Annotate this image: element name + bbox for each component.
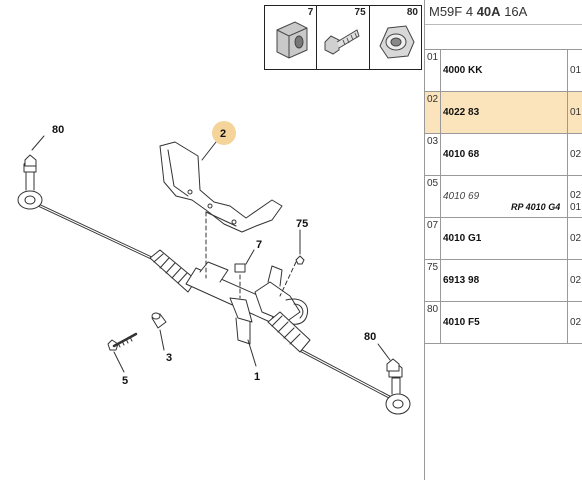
callout-80-right: 80 (364, 331, 376, 343)
thumbnail-cap-nut[interactable]: 80 (368, 6, 421, 69)
item-number: 05 (427, 178, 439, 189)
part-reference: 4000 KK (443, 65, 483, 76)
part-reference: 4022 83 (443, 107, 480, 118)
right-tie-rod-end (385, 361, 411, 415)
callout-5: 5 (122, 375, 128, 387)
callout-80-left: 80 (52, 124, 64, 136)
parts-list-panel: M59F 4 40A 16A 01 4000 KK 01 02 4022 83 … (424, 0, 582, 480)
item-number: 07 (427, 220, 439, 231)
part-quantity: 01 (570, 107, 582, 118)
thumbnail-bolt[interactable]: 75 (316, 6, 368, 69)
right-bellows (267, 311, 311, 353)
heat-shield (159, 141, 283, 233)
callout-2-bubble (212, 121, 236, 145)
hardware-thumbnails: 7 75 80 (264, 5, 422, 70)
item-number: 75 (427, 262, 439, 273)
item-number: 03 (427, 136, 439, 147)
header-suffix: 16A (504, 4, 528, 19)
parts-row-05[interactable]: 05 4010 69 02 RP 4010 G4 01 (425, 176, 582, 218)
item-number: 02 (427, 94, 439, 105)
callout-3: 3 (166, 352, 172, 364)
header-ref: 40A (476, 4, 501, 19)
part-quantity: 02 (570, 317, 582, 328)
thumbnail-number: 80 (406, 7, 418, 18)
thumbnail-square-nut[interactable]: 7 (265, 6, 316, 69)
item-number: 80 (427, 304, 439, 315)
parts-row-07[interactable]: 07 4010 G1 02 (425, 218, 582, 260)
diagram-reference-header: M59F 4 40A 16A (425, 0, 582, 25)
part-reference: 4010 69 (443, 191, 480, 202)
mounting-bolt (107, 332, 138, 351)
parts-row-02[interactable]: 02 4022 83 01 (425, 92, 582, 134)
part-quantity: 02 (570, 275, 582, 286)
header-prefix: M59F 4 (429, 4, 474, 19)
left-tie-rod-end (17, 157, 43, 210)
mounting-bushing (151, 312, 167, 329)
replacement-reference: RP 4010 G4 (511, 202, 561, 212)
parts-row-01[interactable]: 01 4000 KK 01 (425, 50, 582, 92)
part-quantity: 02 (570, 233, 582, 244)
exploded-parts-diagram: 80 2 7 75 3 5 1 80 (17, 121, 411, 415)
cap-nut-icon (379, 25, 415, 59)
part-quantity: 02 (570, 149, 582, 160)
part-quantity: 02 (570, 190, 582, 201)
square-nut-icon (276, 21, 308, 59)
parts-row-80[interactable]: 80 4010 F5 02 (425, 302, 582, 344)
callout-2: 2 (220, 128, 226, 140)
thumbnail-number: 7 (307, 7, 314, 18)
bolt-icon (324, 29, 360, 55)
part-reference: 4010 F5 (443, 317, 480, 328)
left-cap-nut (24, 154, 37, 167)
callout-7: 7 (256, 239, 262, 251)
steering-rack-housing (185, 261, 308, 345)
part-reference: 4010 G1 (443, 233, 482, 244)
callout-1: 1 (254, 371, 260, 383)
parts-row-03[interactable]: 03 4010 68 02 (425, 134, 582, 176)
callout-75: 75 (296, 218, 308, 230)
panel-spacer (425, 25, 582, 50)
item-number: 01 (427, 52, 439, 63)
parts-row-75[interactable]: 75 6913 98 02 (425, 260, 582, 302)
part-reference: 4010 68 (443, 149, 480, 160)
thumbnail-number: 75 (354, 7, 366, 18)
square-nut (234, 263, 246, 273)
right-cap-nut (386, 358, 400, 372)
small-bolt (295, 255, 305, 265)
part-quantity: 01 (570, 65, 582, 76)
replacement-quantity: 01 (570, 202, 582, 213)
part-reference: 6913 98 (443, 275, 480, 286)
